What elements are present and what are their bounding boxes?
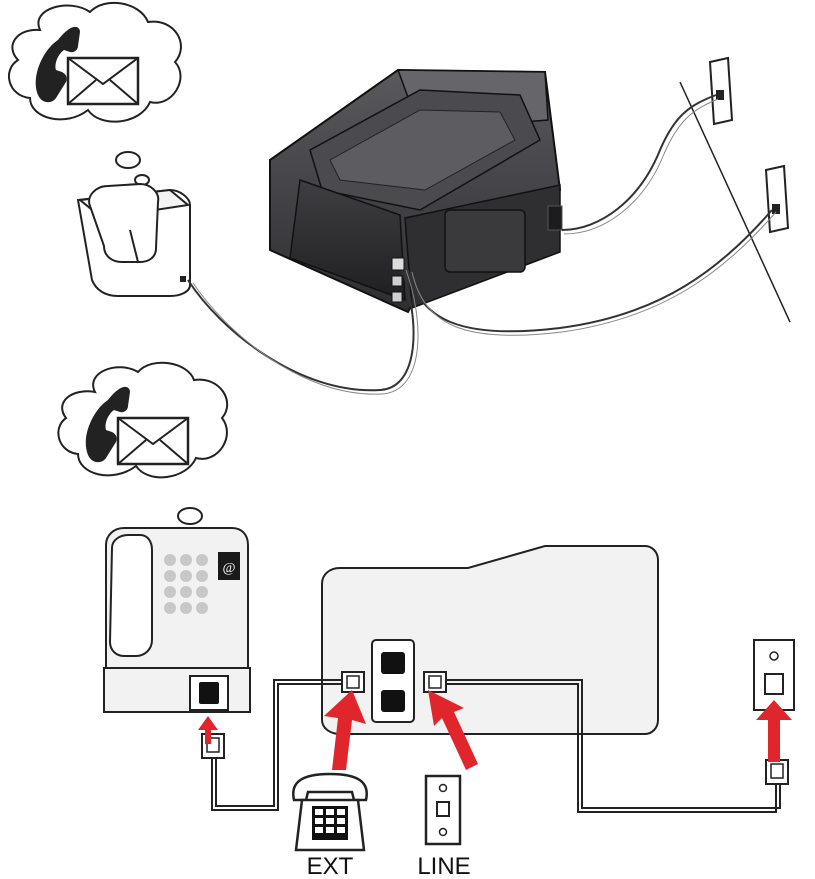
arrow-to-line-port	[428, 690, 478, 770]
ext-label: EXT	[307, 853, 354, 879]
line-port	[423, 671, 447, 693]
connection-arrows	[198, 690, 792, 770]
keypad	[164, 554, 208, 614]
arrow-to-wall-jack	[756, 700, 792, 762]
telephone-top	[76, 182, 191, 297]
bottom-cables	[211, 679, 781, 813]
printer-top	[269, 68, 563, 314]
phone-handset-icon	[35, 26, 80, 103]
wall-top	[679, 56, 791, 323]
thought-cloud-bottom	[57, 361, 229, 540]
arrow-to-phone-port	[198, 716, 218, 744]
printer-bottom	[321, 545, 659, 735]
arrow-to-ext-port	[324, 690, 366, 770]
ext-port	[341, 671, 365, 693]
envelope-icon	[66, 56, 140, 106]
wall-jack-icon	[708, 56, 734, 126]
desk-phone-icon	[292, 772, 368, 852]
telephone-bottom: @	[103, 527, 251, 713]
thought-cloud-top	[8, 2, 182, 186]
svg-text:@: @	[223, 561, 236, 576]
wall-jack-bottom-right	[753, 639, 795, 711]
wall-jack-icon	[424, 774, 462, 846]
rj11-port-panel	[371, 639, 415, 723]
rj11-plug-icon	[765, 759, 789, 785]
phone-handset-icon	[85, 386, 130, 463]
phone-port	[189, 675, 229, 711]
envelope-icon	[116, 416, 190, 466]
line-label: LINE	[417, 853, 470, 879]
top-cables	[187, 94, 777, 395]
wall-jack-icon	[764, 164, 790, 234]
